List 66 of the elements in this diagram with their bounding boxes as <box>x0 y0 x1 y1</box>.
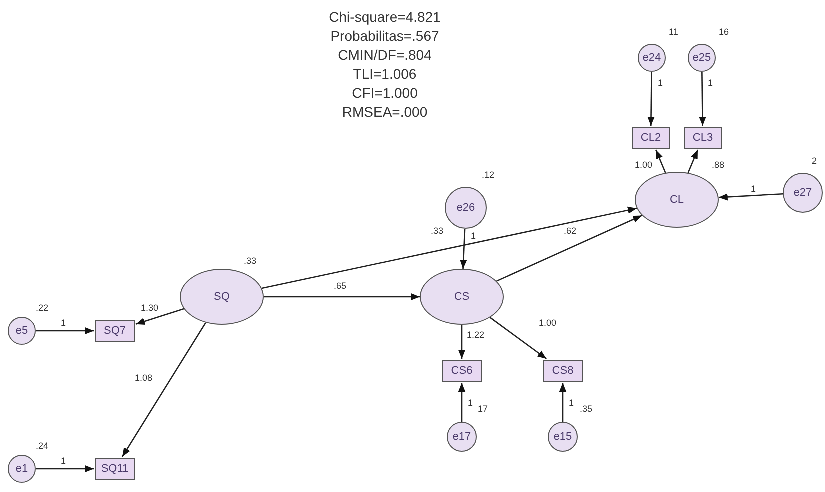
arrow <box>699 72 706 126</box>
indicator-box: CS8 <box>543 360 583 382</box>
arrow <box>655 150 666 174</box>
edge-label: 1 <box>707 78 714 88</box>
variance-label: .33 <box>244 256 257 266</box>
error-circle: e5 <box>8 317 36 345</box>
edge-label: .88 <box>711 160 726 170</box>
variance-label: 17 <box>478 404 488 414</box>
fit-statistic: TLI=1.006 <box>353 65 417 84</box>
latent-ellipse: CS <box>420 269 504 325</box>
variance-label: 11 <box>669 27 678 37</box>
variance-label: .22 <box>36 303 49 313</box>
indicator-box: SQ11 <box>95 458 135 480</box>
variance-label: 16 <box>719 27 730 37</box>
edge-label: 1 <box>467 398 474 408</box>
edge-label: 1.00 <box>634 160 654 170</box>
fit-statistic: Chi-square=4.821 <box>329 8 441 27</box>
error-circle: e27 <box>783 173 823 213</box>
fit-statistic: RMSEA=.000 <box>342 103 428 122</box>
arrow <box>262 206 638 290</box>
variance-label: .35 <box>580 404 593 414</box>
edge-label: .65 <box>333 281 348 291</box>
arrow <box>688 150 699 174</box>
indicator-box: CL3 <box>684 127 722 149</box>
arrow <box>136 308 184 326</box>
fit-statistic: CMIN/DF=.804 <box>338 46 432 65</box>
arrow <box>36 465 94 473</box>
fit-statistic: Probabilitas=.567 <box>330 27 440 46</box>
variance-label: .24 <box>36 441 49 451</box>
edge-label: 1.30 <box>140 303 160 313</box>
arrow <box>490 317 547 360</box>
arrow <box>648 72 655 126</box>
edge-label: 1.08 <box>134 373 154 383</box>
edge-label: .62 <box>563 226 578 236</box>
indicator-box: CL2 <box>632 127 670 149</box>
edge-label: 1 <box>657 78 664 88</box>
latent-ellipse: SQ <box>180 269 264 325</box>
arrow <box>264 293 420 301</box>
error-circle: e25 <box>688 44 716 72</box>
arrow <box>718 193 784 201</box>
arrow <box>496 215 642 282</box>
edge-label: 1 <box>60 456 68 466</box>
arrow <box>36 327 94 335</box>
edge-label: 1.22 <box>466 330 486 340</box>
arrow <box>559 383 567 422</box>
arrow <box>458 325 466 359</box>
latent-ellipse: CL <box>635 172 719 228</box>
variance-label: .12 <box>482 170 495 180</box>
error-circle: e24 <box>638 44 666 72</box>
edge-label: 1 <box>470 231 478 241</box>
edge-label: 1 <box>60 318 68 328</box>
edge-label: 1 <box>750 184 758 194</box>
fit-statistic: CFI=1.000 <box>352 84 418 103</box>
indicator-box: SQ7 <box>95 320 135 342</box>
edge-label: 1 <box>568 398 576 408</box>
arrow <box>460 228 468 270</box>
error-circle: e17 <box>447 422 477 452</box>
error-circle: e15 <box>548 422 578 452</box>
arrow <box>458 383 466 422</box>
indicator-box: CS6 <box>442 360 482 382</box>
edge-label: 1.00 <box>538 318 558 328</box>
error-circle: e26 <box>445 187 487 229</box>
arrow <box>122 322 206 458</box>
edge-label: .33 <box>430 226 445 236</box>
error-circle: e1 <box>8 455 36 483</box>
variance-label: 2 <box>812 156 818 166</box>
